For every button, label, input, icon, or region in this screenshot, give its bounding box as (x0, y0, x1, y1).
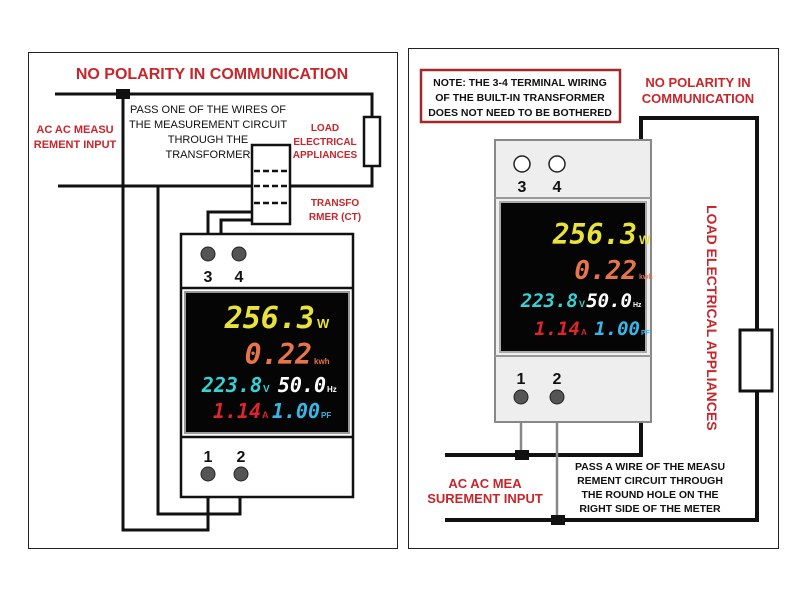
right-load-label: LOAD ELECTRICAL APPLIANCES (704, 205, 720, 431)
label-line: TRANSFORMER (166, 149, 251, 161)
junction (551, 515, 565, 525)
frequency-unit: Hz (327, 385, 337, 394)
voltage-reading: 223.8 (201, 373, 262, 397)
left-meter: 3 4 1 2 256.3 W 0.22 kwh 223.8 V 50.0 Hz… (179, 232, 355, 499)
label-line: TRANSFO (311, 198, 360, 209)
right-panel: NOTE: THE 3-4 TERMINAL WIRING OF THE BUI… (408, 48, 779, 549)
note-box (419, 68, 622, 124)
right-input-label: AC AC MEA SUREMENT INPUT (427, 476, 543, 506)
right-meter: 3 4 1 2 256.3 W 0.22 kwh 223.8 V 50.0 Hz… (494, 139, 653, 423)
right-instruction: PASS A WIRE OF THE MEASU REMENT CIRCUIT … (575, 461, 725, 515)
left-instruction: PASS ONE OF THE WIRES OF THE MEASUREMENT… (129, 104, 287, 161)
terminal-label: 4 (553, 179, 562, 196)
terminal-label: 4 (235, 269, 244, 286)
label-line: COMMUNICATION (642, 91, 754, 106)
left-input-label: AC AC MEASU REMENT INPUT (34, 124, 117, 151)
current-unit: A (262, 410, 269, 420)
terminal-label: 2 (237, 449, 246, 466)
frequency-reading: 50.0 (586, 290, 632, 312)
label-line: REMENT INPUT (34, 139, 117, 151)
screw-terminal-icon (200, 246, 216, 262)
power-unit: W (639, 233, 651, 247)
label-line: RMER (CT) (309, 212, 361, 223)
energy-unit: kwh (314, 357, 330, 366)
label-line: PASS A WIRE OF THE MEASU (575, 461, 725, 473)
power-reading: 256.3 (224, 301, 315, 336)
voltage-reading: 223.8 (520, 290, 578, 312)
terminal-label: 3 (518, 179, 527, 196)
left-panel: NO POLARITY IN COMMUNICATION AC AC MEASU… (28, 52, 398, 549)
energy-reading: 0.22 (574, 256, 637, 286)
left-wires (55, 92, 374, 532)
diagram-shape (445, 391, 759, 522)
right-title: NO POLARITY IN COMMUNICATION (642, 75, 754, 106)
note-text: NOTE: THE 3-4 TERMINAL WIRING OF THE BUI… (428, 77, 612, 119)
left-load-label: LOAD ELECTRICAL APPLIANCES (293, 123, 358, 161)
label-line: REMENT CIRCUIT THROUGH (577, 475, 723, 487)
label-line: NO POLARITY IN (645, 75, 750, 90)
label-line: SUREMENT INPUT (427, 491, 543, 506)
diagram-shape (58, 166, 374, 188)
label-line: LOAD (311, 123, 339, 134)
label-line: PASS ONE OF THE WIRES OF (130, 104, 286, 116)
screw-terminal-icon (513, 389, 529, 405)
diagram-shape (219, 218, 252, 234)
voltage-unit: V (263, 384, 270, 395)
diagram-shape (184, 291, 350, 434)
label-line: APPLIANCES (293, 150, 358, 161)
power-unit: W (317, 316, 330, 331)
load-resistor-icon (362, 115, 382, 168)
label-line: ELECTRICAL (293, 137, 356, 148)
pf-unit: PF (641, 330, 651, 337)
ct-dashed-lines (254, 169, 290, 205)
label-line: THE ROUND HOLE ON THE (581, 489, 718, 501)
diagram-shape (55, 92, 374, 117)
terminal-hole-icon (513, 155, 531, 173)
frequency-unit: Hz (633, 302, 642, 309)
current-reading: 1.14 (534, 318, 580, 340)
current-unit: A (581, 328, 587, 337)
label-line: THE MEASUREMENT CIRCUIT (129, 119, 287, 131)
power-reading: 256.3 (552, 218, 637, 251)
label-line: THROUGH THE (168, 134, 248, 146)
terminal-label: 3 (204, 269, 213, 286)
frequency-reading: 50.0 (278, 373, 326, 397)
terminal-label: 1 (204, 449, 213, 466)
voltage-unit: V (579, 299, 585, 309)
left-title: NO POLARITY IN COMMUNICATION (76, 66, 348, 83)
screw-terminal-icon (231, 246, 247, 262)
diagram-shape (445, 422, 643, 457)
current-transformer-icon (250, 143, 292, 226)
diagram-shape (499, 201, 647, 353)
terminal-hole-icon (548, 155, 566, 173)
energy-reading: 0.22 (245, 338, 312, 371)
label-line: NOTE: THE 3-4 TERMINAL WIRING (433, 77, 607, 89)
label-line: AC AC MEA (448, 476, 522, 491)
junction (515, 450, 529, 460)
energy-unit: kwh (639, 274, 653, 281)
current-reading: 1.14 (213, 399, 261, 423)
pf-reading: 1.00 (272, 399, 320, 423)
right-wires (445, 116, 759, 522)
diagram-shape (639, 116, 759, 330)
ct-label: TRANSFO RMER (CT) (309, 198, 361, 223)
label-line: OF THE BUILT-IN TRANSFORMER (435, 92, 605, 104)
screw-terminal-icon (233, 466, 249, 482)
terminal-label: 2 (553, 371, 562, 388)
diagram-shape (206, 210, 252, 234)
pf-reading: 1.00 (594, 318, 640, 340)
screw-terminal-icon (549, 389, 565, 405)
terminal-label: 1 (517, 371, 526, 388)
load-resistor-icon (738, 328, 774, 393)
junction (116, 89, 130, 99)
pf-unit: PF (321, 411, 331, 420)
label-line: RIGHT SIDE OF THE METER (579, 503, 721, 515)
screw-terminal-icon (200, 466, 216, 482)
label-line: AC AC MEASU (36, 124, 113, 136)
diagram-shape (156, 186, 242, 516)
label-line: DOES NOT NEED TO BE BOTHERED (428, 107, 612, 119)
